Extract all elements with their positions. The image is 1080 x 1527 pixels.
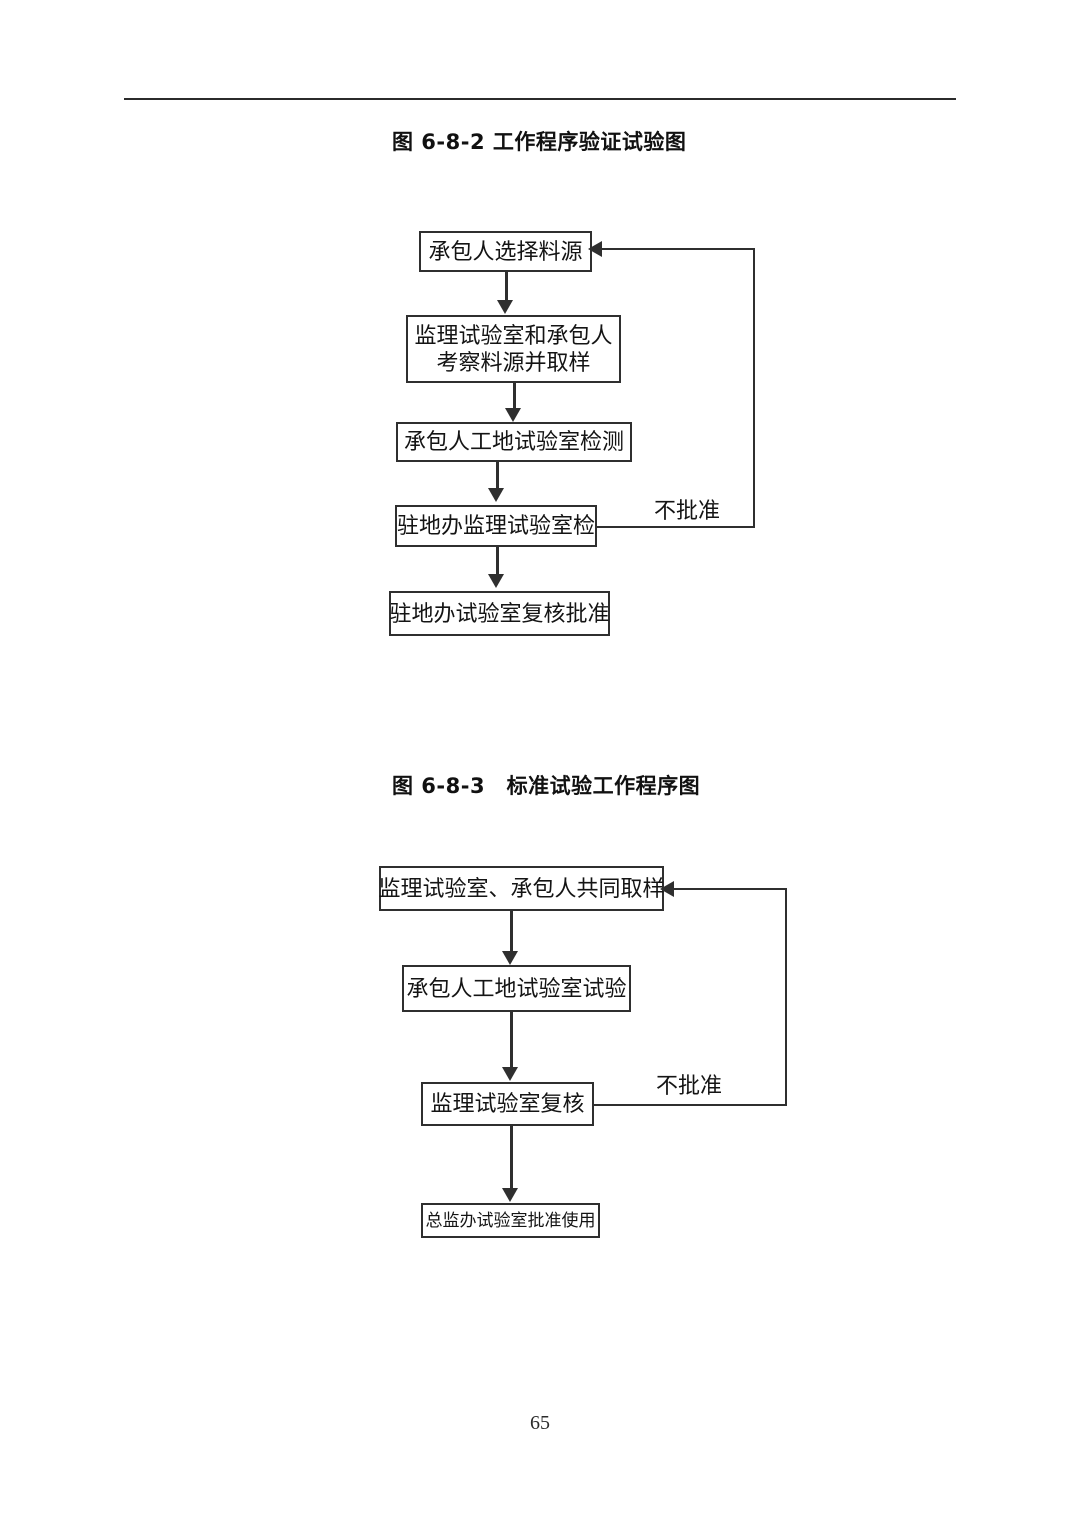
flow1-node-2: 监理试验室和承包人 考察料源并取样 (406, 315, 621, 383)
flow2-loop-arrow (660, 881, 674, 897)
flow2-node-2: 承包人工地试验室试验 (402, 965, 631, 1012)
flow1-node-2-line-1: 监理试验室和承包人 (414, 322, 613, 348)
flow1-connector-1-2-line (505, 272, 508, 301)
flow1-loop-arrow (588, 241, 602, 257)
flow1-connector-2-3-line (513, 383, 516, 409)
flow1-node-1: 承包人选择料源 (419, 231, 592, 272)
flow2-connector-2-3-line (510, 1012, 513, 1068)
flow1-node-4: 驻地办监理试验室检 (395, 505, 597, 547)
flow1-connector-1-2-arrow (497, 300, 513, 314)
flow2-connector-1-2-line (510, 911, 513, 952)
flow1-node-3: 承包人工地试验室检测 (396, 422, 632, 462)
header-rule (124, 98, 956, 100)
flow2-edge-label-reject: 不批准 (656, 1073, 723, 1098)
flow2-node-1: 监理试验室、承包人共同取样 (379, 866, 665, 911)
flow1-connector-2-3-arrow (505, 408, 521, 422)
flow2-connector-1-2-arrow (502, 951, 518, 965)
flow1-loop-bottom-segment (597, 526, 754, 528)
page-number: 65 (530, 1412, 550, 1434)
flow2-loop-right-segment (785, 888, 787, 1106)
flow1-node-2-line-2: 考察料源并取样 (436, 350, 591, 375)
flow2-connector-3-4-arrow (502, 1188, 518, 1202)
flow1-connector-3-4-arrow (488, 488, 504, 502)
flow1-connector-3-4-line (496, 462, 499, 489)
flow2-connector-3-4-line (510, 1126, 513, 1189)
flow2-loop-bottom-segment (594, 1104, 786, 1106)
flow2-connector-2-3-arrow (502, 1067, 518, 1081)
flow1-connector-4-5-arrow (488, 574, 504, 588)
flow1-node-5: 驻地办试验室复核批准 (389, 591, 610, 636)
flow2-loop-top-segment (672, 888, 787, 890)
flow2-node-3: 监理试验室复核 (421, 1082, 594, 1126)
flow2-node-4: 总监办试验室批准使用 (421, 1203, 600, 1238)
flow1-edge-label-reject: 不批准 (654, 498, 721, 523)
flow1-loop-top-segment (600, 248, 755, 250)
figure-1-caption: 图 6-8-2 工作程序验证试验图 (392, 130, 687, 154)
flow1-connector-4-5-line (496, 547, 499, 575)
flow1-loop-right-segment (753, 248, 755, 528)
figure-2-caption: 图 6-8-3 标准试验工作程序图 (392, 774, 701, 798)
